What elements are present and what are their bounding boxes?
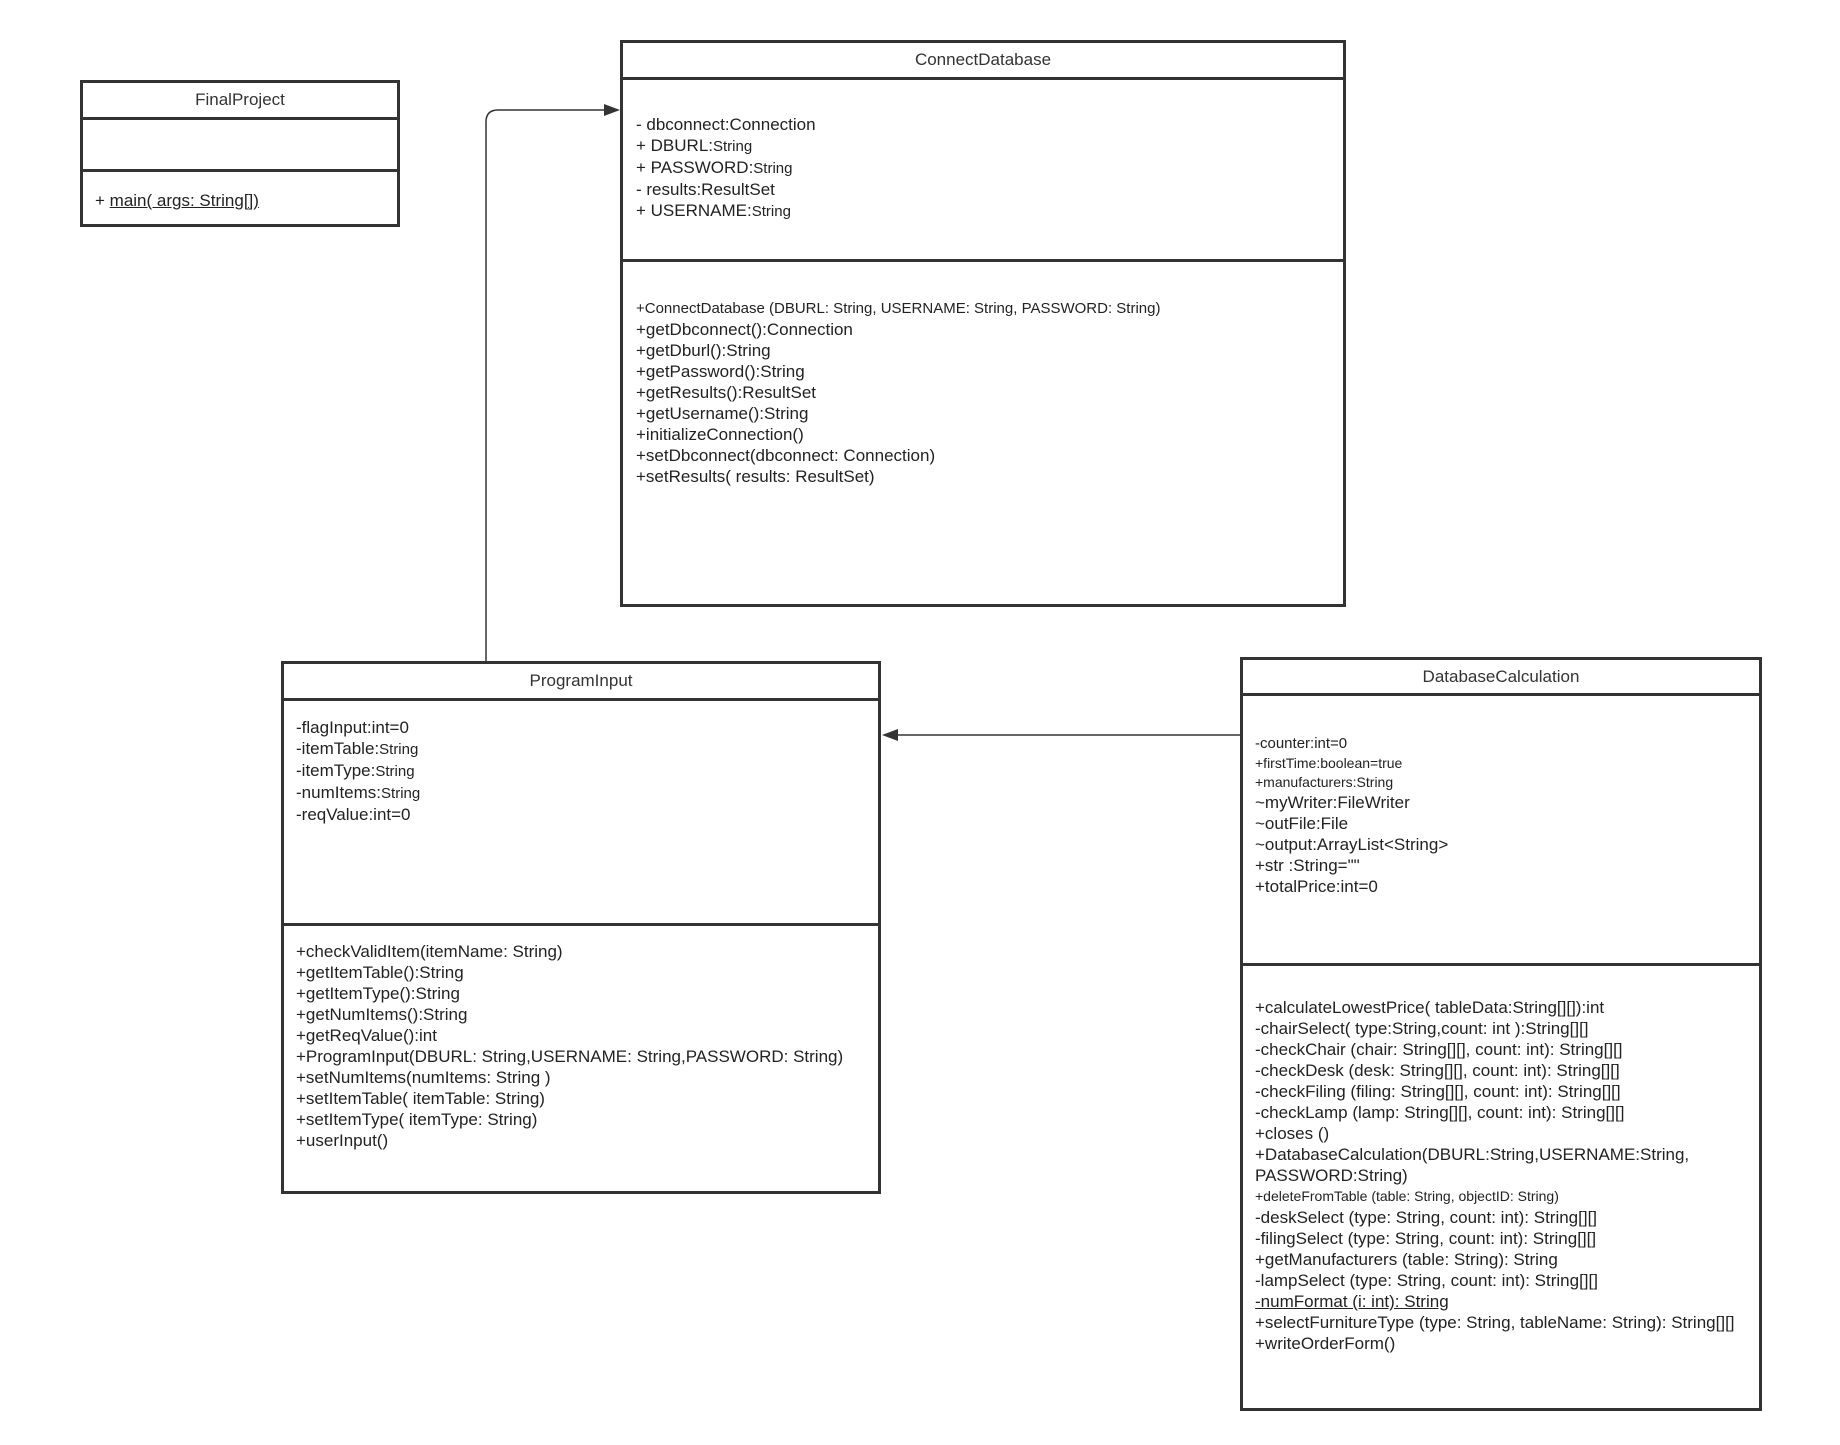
class-program-input[interactable]: ProgramInput -flagInput:int=0 -itemTable… <box>281 661 881 1194</box>
class-name: FinalProject <box>83 83 397 120</box>
attribute-item: -numItems:String <box>296 783 421 802</box>
method-item: +getDburl():String <box>636 341 771 360</box>
attribute-item: + PASSWORD:String <box>636 158 793 177</box>
attribute-item: -itemType:String <box>296 761 415 780</box>
method-item: +getResults():ResultSet <box>636 383 816 402</box>
method-item: +ProgramInput(DBURL: String,USERNAME: St… <box>296 1047 844 1066</box>
attribute-item: -counter:int=0 <box>1255 735 1348 752</box>
method-item: -checkLamp (lamp: String[][], count: int… <box>1255 1103 1625 1122</box>
attribute-item: ~outFile:File <box>1255 814 1349 833</box>
class-name: ConnectDatabase <box>623 43 1343 80</box>
attribute-item: -reqValue:int=0 <box>296 805 411 824</box>
connector-programinput-to-connectdatabase[interactable] <box>485 104 620 661</box>
method-item: -chairSelect( type:String,count: int ):S… <box>1255 1019 1589 1038</box>
method-item: +getUsername():String <box>636 404 809 423</box>
method-item: +getItemType():String <box>296 984 460 1003</box>
attribute-item: +totalPrice:int=0 <box>1255 877 1378 896</box>
attribute-item: +firstTime:boolean=true <box>1255 755 1403 771</box>
methods-section: + main( args: String[]) <box>83 169 397 224</box>
method-item: +setDbconnect(dbconnect: Connection) <box>636 446 936 465</box>
attribute-item: ~myWriter:FileWriter <box>1255 793 1410 812</box>
method-item: +writeOrderForm() <box>1255 1334 1396 1353</box>
attribute-item: + USERNAME:String <box>636 201 791 220</box>
attributes-section: - dbconnect:Connection + DBURL:String + … <box>623 80 1343 262</box>
method-item: +userInput() <box>296 1131 389 1150</box>
method-item: -checkDesk (desk: String[][], count: int… <box>1255 1061 1620 1080</box>
method-item: +setItemTable( itemTable: String) <box>296 1089 545 1108</box>
class-database-calculation[interactable]: DatabaseCalculation -counter:int=0 +firs… <box>1240 657 1762 1411</box>
method-item: + main( args: String[]) <box>95 190 397 211</box>
method-signature: main( args: String[]) <box>109 191 259 210</box>
class-name: DatabaseCalculation <box>1243 660 1759 696</box>
method-item: +closes () <box>1255 1124 1330 1143</box>
connector-databasecalculation-to-programinput[interactable] <box>882 729 1240 741</box>
method-item: -checkChair (chair: String[][], count: i… <box>1255 1040 1623 1059</box>
method-item: +checkValidItem(itemName: String) <box>296 942 563 961</box>
method-item: +getReqValue():int <box>296 1026 437 1045</box>
method-item: -checkFiling (filing: String[][], count:… <box>1255 1082 1621 1101</box>
method-item: +selectFurnitureType (type: String, tabl… <box>1255 1313 1735 1332</box>
attribute-item: - dbconnect:Connection <box>636 115 816 134</box>
attribute-item: ~output:ArrayList<String> <box>1255 835 1449 854</box>
attribute-item: +manufacturers:String <box>1255 774 1394 790</box>
method-item: +getPassword():String <box>636 362 805 381</box>
attributes-section: -flagInput:int=0 -itemTable:String -item… <box>284 701 878 886</box>
visibility: + <box>95 191 110 210</box>
attribute-item: - results:ResultSet <box>636 180 775 199</box>
attribute-item: -flagInput:int=0 <box>296 718 409 737</box>
method-item: -filingSelect (type: String, count: int)… <box>1255 1229 1597 1248</box>
attributes-section: -counter:int=0 +firstTime:boolean=true +… <box>1243 696 1759 966</box>
method-item: +getItemTable():String <box>296 963 464 982</box>
method-item: +getNumItems():String <box>296 1005 468 1024</box>
attribute-item: +str :String="" <box>1255 856 1360 875</box>
method-item: +DatabaseCalculation(DBURL:String,USERNA… <box>1255 1145 1690 1164</box>
class-connect-database[interactable]: ConnectDatabase - dbconnect:Connection +… <box>620 40 1346 607</box>
method-item: +initializeConnection() <box>636 425 804 444</box>
method-item: -lampSelect (type: String, count: int): … <box>1255 1271 1598 1290</box>
method-item: +ConnectDatabase (DBURL: String, USERNAM… <box>636 300 1161 317</box>
attribute-item: -itemTable:String <box>296 739 419 758</box>
method-item: +calculateLowestPrice( tableData:String[… <box>1255 998 1605 1017</box>
arrowhead-icon <box>604 104 620 116</box>
method-item: +getDbconnect():Connection <box>636 320 853 339</box>
method-item: -deskSelect (type: String, count: int): … <box>1255 1208 1598 1227</box>
attribute-item: + DBURL:String <box>636 136 753 155</box>
class-name: ProgramInput <box>284 664 878 701</box>
method-item: +deleteFromTable (table: String, objectI… <box>1255 1188 1559 1204</box>
method-item: +setResults( results: ResultSet) <box>636 467 875 486</box>
class-final-project[interactable]: FinalProject + main( args: String[]) <box>80 80 400 227</box>
methods-section: +ConnectDatabase (DBURL: String, USERNAM… <box>623 259 1343 604</box>
method-item: +getManufacturers (table: String): Strin… <box>1255 1250 1558 1269</box>
attributes-section <box>83 120 397 172</box>
method-item-static: -numFormat (i: int): String <box>1255 1292 1449 1311</box>
method-item: PASSWORD:String) <box>1255 1166 1408 1185</box>
methods-section: +checkValidItem(itemName: String) +getIt… <box>284 923 878 1191</box>
method-item: +setItemType( itemType: String) <box>296 1110 538 1129</box>
methods-section: +calculateLowestPrice( tableData:String[… <box>1243 963 1759 1408</box>
method-item: +setNumItems(numItems: String ) <box>296 1068 551 1087</box>
arrowhead-icon <box>882 729 898 741</box>
